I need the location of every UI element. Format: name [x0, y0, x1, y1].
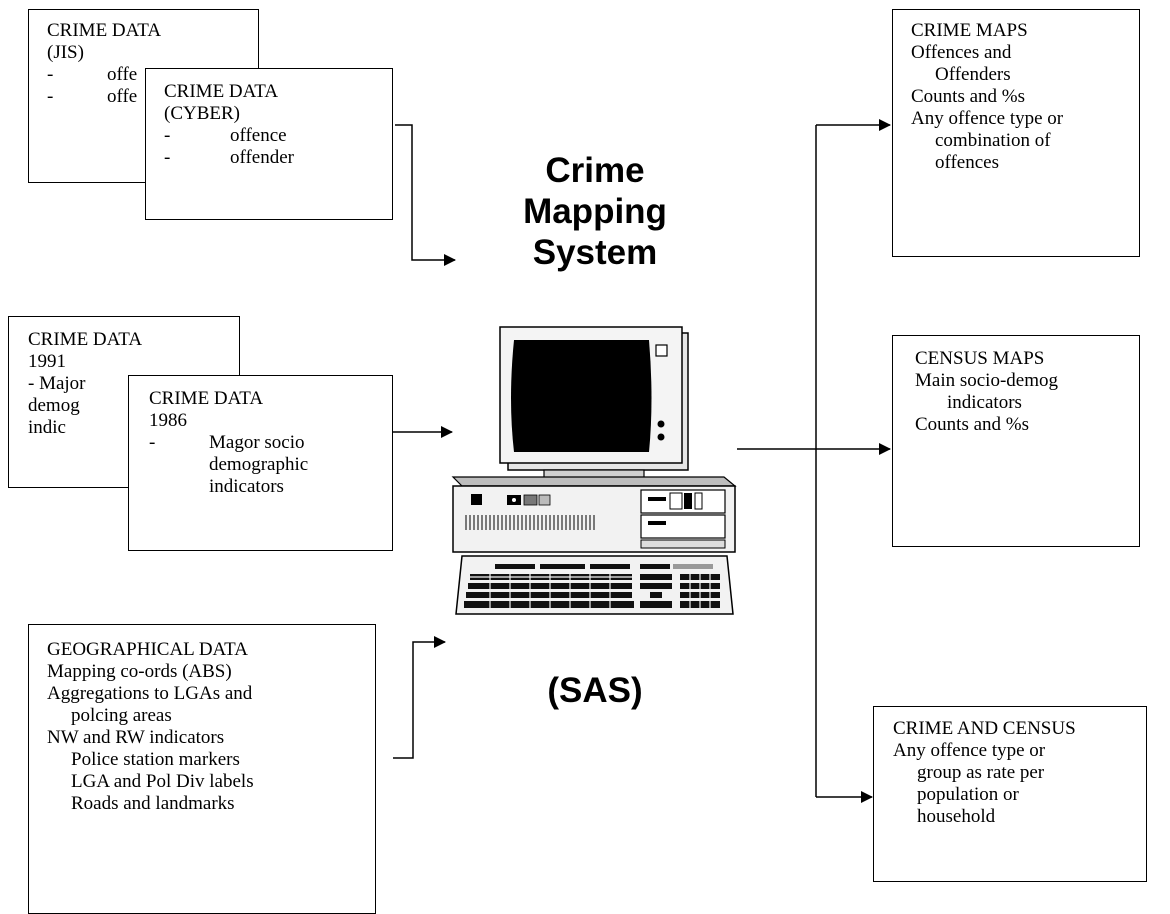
geographical-data-box: GEOGRAPHICAL DATA Mapping co-ords (ABS) … — [28, 624, 376, 914]
census1991-line-1: - Major — [28, 373, 86, 394]
census-maps-title: CENSUS MAPS — [915, 348, 1045, 369]
census-maps-line-1: Main socio-demog — [915, 370, 1059, 391]
arrow-geo-data-to-system — [393, 636, 446, 759]
crime-maps-line-3: Counts and %s — [911, 86, 1025, 107]
system-title-line1: Crime — [545, 151, 645, 190]
crime-maps-title: CRIME MAPS — [911, 20, 1028, 41]
jis-item-2: offe — [107, 86, 138, 107]
arrow-crime-data-to-system — [395, 124, 456, 266]
geo-title: GEOGRAPHICAL DATA — [47, 639, 248, 660]
crime-maps-line-2: Offenders — [935, 64, 1011, 85]
geo-line-3: polcing areas — [71, 705, 172, 726]
crime-census-line-3: population or — [917, 784, 1019, 805]
census1986-title-line2: 1986 — [149, 410, 187, 431]
census1991-title-line2: 1991 — [28, 351, 66, 372]
crime-census-title: CRIME AND CENSUS — [893, 718, 1076, 739]
crime-maps-box: CRIME MAPS Offences and Offenders Counts… — [892, 9, 1140, 257]
census1986-line-2: demographic — [209, 454, 309, 475]
crime-census-line-2: group as rate per — [917, 762, 1045, 783]
geo-line-2: Aggregations to LGAs and — [47, 683, 253, 704]
census1991-title-line1: CRIME DATA — [28, 329, 143, 350]
cyber-bullet: - — [164, 147, 171, 168]
geo-line-4: NW and RW indicators — [47, 727, 225, 748]
crime-maps-line-4: Any offence type or — [911, 108, 1064, 129]
census-maps-line-2: indicators — [947, 392, 1022, 413]
system-title-line3: System — [532, 233, 658, 272]
jis-title-line1: CRIME DATA — [47, 20, 162, 41]
census1986-line-1: Magor socio — [209, 432, 305, 453]
jis-bullet: - — [47, 86, 54, 107]
census1986-title-line1: CRIME DATA — [149, 388, 264, 409]
crime-census-line-1: Any offence type or — [893, 740, 1046, 761]
desktop-computer-icon — [451, 326, 737, 615]
geo-line-6: LGA and Pol Div labels — [71, 771, 254, 792]
crime-maps-line-6: offences — [935, 152, 1000, 173]
census1986-bullet: - — [149, 432, 156, 453]
crime-data-1986-box: CRIME DATA 1986 - Magor socio demographic… — [128, 375, 393, 551]
geo-line-5: Police station markers — [71, 749, 240, 770]
system-subtitle: (SAS) — [547, 671, 643, 710]
jis-title-line2: (JIS) — [47, 42, 84, 63]
system-title-line2: Mapping — [523, 192, 667, 231]
cyber-item-2: offender — [230, 147, 295, 168]
cyber-title-line1: CRIME DATA — [164, 81, 279, 102]
cyber-bullet: - — [164, 125, 171, 146]
crime-maps-line-1: Offences and — [911, 42, 1012, 63]
jis-item-1: offe — [107, 64, 138, 85]
geo-line-1: Mapping co-ords (ABS) — [47, 661, 232, 682]
census1991-line-3: indic — [28, 417, 66, 438]
cyber-item-1: offence — [230, 125, 287, 146]
crime-census-line-4: household — [917, 806, 996, 827]
crime-and-census-box: CRIME AND CENSUS Any offence type or gro… — [873, 706, 1147, 882]
system-title: Crime Mapping System — [470, 150, 720, 273]
geo-line-7: Roads and landmarks — [71, 793, 235, 814]
jis-bullet: - — [47, 64, 54, 85]
crime-data-cyber-box: CRIME DATA (CYBER) - offence - offender — [145, 68, 393, 220]
census-maps-box: CENSUS MAPS Main socio-demog indicators … — [892, 335, 1140, 547]
census1991-line-2: demog — [28, 395, 80, 416]
census1986-line-3: indicators — [209, 476, 284, 497]
census-maps-line-3: Counts and %s — [915, 414, 1029, 435]
crime-maps-line-5: combination of — [935, 130, 1051, 151]
cyber-title-line2: (CYBER) — [164, 103, 240, 124]
